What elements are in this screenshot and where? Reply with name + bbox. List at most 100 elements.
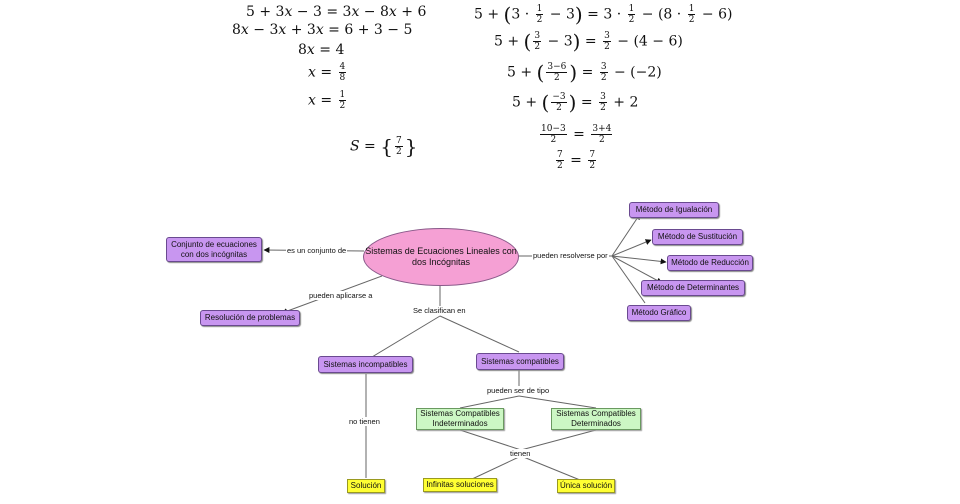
method-igualacion-node[interactable]: Método de Igualación bbox=[629, 202, 719, 218]
brace-close: } bbox=[404, 134, 418, 159]
eq-text: = bbox=[568, 126, 590, 143]
link-label-pueden-aplicarse: pueden aplicarse a bbox=[308, 291, 374, 300]
eq-text: 5 + bbox=[494, 33, 524, 50]
eq-text: = 4 bbox=[314, 42, 345, 58]
frac-den: 2 bbox=[600, 103, 606, 113]
link-line-compatibles bbox=[439, 315, 520, 353]
eq-text: − 3 bbox=[545, 6, 575, 23]
frac-den: 2 bbox=[550, 135, 557, 145]
eq-text: − 8 bbox=[359, 4, 389, 20]
frac-num: 4 bbox=[338, 62, 347, 73]
brace-open: { bbox=[380, 134, 393, 159]
link-line-incompatibles bbox=[371, 315, 441, 358]
eq-text: − 6) bbox=[697, 6, 733, 23]
frac-num: 1 bbox=[687, 4, 696, 15]
indeterminados-node[interactable]: Sistemas Compatibles Indeterminados bbox=[416, 408, 504, 430]
eq-text: 8 bbox=[298, 42, 307, 58]
method-sustitucion-node[interactable]: Método de Sustitución bbox=[652, 229, 743, 245]
frac-num: 7 bbox=[394, 136, 403, 147]
eq-text: = bbox=[580, 33, 602, 50]
infinitas-soluciones-node[interactable]: Infinitas soluciones bbox=[423, 478, 497, 492]
unica-solucion-node[interactable]: Única solución bbox=[557, 479, 615, 493]
frac-den: 2 bbox=[553, 73, 560, 83]
eq-text: = bbox=[565, 152, 587, 169]
frac-num: 3 bbox=[533, 31, 542, 42]
paren-close: ) bbox=[569, 60, 578, 85]
paren-close: ) bbox=[572, 29, 581, 54]
link-line-infinitas bbox=[469, 455, 522, 481]
frac-den: 2 bbox=[395, 147, 402, 157]
paren-open: ( bbox=[503, 2, 512, 27]
frac-den: 2 bbox=[599, 135, 605, 145]
frac-den: 2 bbox=[604, 42, 610, 52]
paren-open: ( bbox=[541, 90, 550, 115]
paren-close: ) bbox=[574, 2, 583, 27]
link-label-no-tienen: no tienen bbox=[348, 417, 381, 426]
method-grafico-node[interactable]: Método Gráfico bbox=[627, 305, 691, 321]
link-line-indeterminados bbox=[459, 395, 520, 409]
frac-den: 2 bbox=[556, 103, 562, 113]
conjunto-node[interactable]: Conjunto de ecuaciones con dos incógnita… bbox=[166, 237, 262, 262]
eq-var: x bbox=[278, 22, 287, 38]
eq-text: = bbox=[577, 64, 598, 81]
eq-var: x bbox=[284, 4, 293, 20]
frac-den: 2 bbox=[339, 101, 346, 111]
link-line-tienen-a bbox=[459, 429, 522, 451]
link-label-pueden-resolverse: pueden resolverse por bbox=[532, 251, 609, 260]
link-line-tienen-b bbox=[520, 429, 597, 451]
equation-line-3: 8x = 4 bbox=[298, 42, 344, 58]
frac-num: 3−6 bbox=[546, 62, 568, 73]
eq-text: = 6 + 3 − 5 bbox=[323, 22, 413, 38]
compatibles-node[interactable]: Sistemas compatibles bbox=[476, 353, 564, 370]
incompatibles-node[interactable]: Sistemas incompatibles bbox=[318, 356, 413, 373]
eq-var: x bbox=[306, 42, 315, 58]
eq-text: + 3 bbox=[286, 22, 316, 38]
eq-text: − (4 − 6) bbox=[612, 33, 683, 50]
link-label-es-un-conjunto: es un conjunto de bbox=[286, 246, 348, 255]
eq-var: x bbox=[388, 4, 397, 20]
link-label-pueden-ser-tipo: pueden ser de tipo bbox=[486, 386, 551, 395]
resolucion-node[interactable]: Resolución de problemas bbox=[200, 310, 300, 326]
determinados-node[interactable]: Sistemas Compatibles Determinados bbox=[551, 408, 641, 430]
center-node[interactable]: Sistemas de Ecuaciones Lineales con dos … bbox=[363, 228, 519, 286]
eq-text: 8 bbox=[232, 22, 241, 38]
paren-open: ( bbox=[523, 29, 532, 54]
solucion-node[interactable]: Solución bbox=[347, 479, 385, 493]
eq-text: − (−2) bbox=[609, 64, 662, 81]
method-reduccion-node[interactable]: Método de Reducción bbox=[667, 255, 753, 271]
link-line-igualacion bbox=[611, 213, 641, 257]
frac-den: 2 bbox=[534, 42, 541, 52]
frac-num: 1 bbox=[338, 90, 347, 101]
frac-den: 2 bbox=[557, 161, 563, 171]
equation-line-1: 5 + 3x − 3 = 3x − 8x + 6 bbox=[246, 4, 426, 20]
method-determinantes-node[interactable]: Método de Determinantes bbox=[641, 280, 745, 296]
eq-text: − 3 = bbox=[292, 4, 343, 20]
eq-var: x bbox=[315, 22, 324, 38]
equation-line-2: 8x − 3x + 3x = 6 + 3 − 5 bbox=[232, 22, 412, 38]
eq-var: x bbox=[351, 4, 360, 20]
eq-text: 5 + 3 bbox=[246, 4, 285, 20]
link-label-tienen: tienen bbox=[509, 449, 532, 458]
eq-text: = 3 · bbox=[582, 6, 626, 23]
eq-text: S = bbox=[350, 138, 381, 155]
frac-den: 8 bbox=[339, 73, 346, 83]
link-line-sustitucion bbox=[611, 239, 652, 257]
frac-den: 2 bbox=[628, 15, 635, 25]
